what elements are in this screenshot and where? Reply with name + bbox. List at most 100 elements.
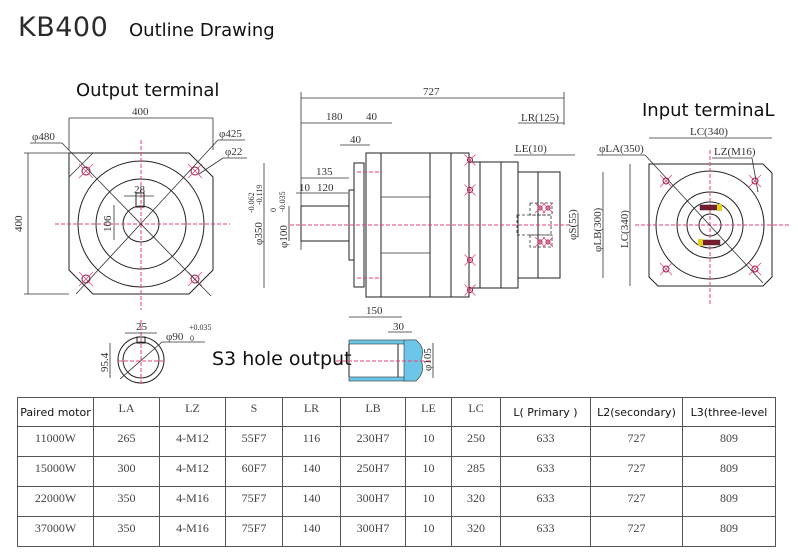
drawing-subtitle: Outline Drawing [129, 20, 275, 41]
hole-cross-mark [659, 262, 673, 276]
dim-180: 180 [326, 111, 343, 123]
cell-lb: 300H7 [340, 486, 406, 517]
hole-cross-mark [542, 202, 554, 214]
cell-motor: 22000W [17, 486, 94, 517]
shaft-section-view: 25 φ90 +0.035 0 95.4 [99, 320, 212, 385]
bolt-hole [545, 205, 551, 211]
cell-lr: 140 [282, 516, 341, 547]
spec-table: Paired motor LA LZ S LR LB LE LC L( Prim… [17, 397, 776, 547]
col-lc: LC [451, 397, 501, 427]
cell-la: 350 [93, 486, 160, 517]
dim-40-flange: 40 [366, 111, 378, 123]
cell-lc: 320 [451, 516, 501, 547]
cell-lz: 4-M16 [159, 516, 226, 547]
dim-10: 10 [299, 182, 311, 194]
dim-135: 135 [316, 166, 333, 178]
cell-l2: 727 [590, 486, 683, 517]
hole-cross-mark [187, 163, 203, 179]
dim-95-4: 95.4 [99, 352, 111, 372]
cell-motor: 37000W [17, 516, 94, 547]
col-s: S [225, 397, 283, 427]
bolt-hole [751, 265, 759, 273]
col-l3-three-level: L3(three-level [682, 397, 776, 427]
output-terminal-label: Output terminal [76, 80, 220, 101]
cell-lc: 285 [451, 456, 501, 487]
cell-l: 633 [500, 516, 591, 547]
cell-le: 10 [405, 516, 452, 547]
cell-lr: 140 [282, 486, 341, 517]
cell-lb: 300H7 [340, 516, 406, 547]
bolt-hole [467, 187, 473, 193]
hole-cross-mark [659, 174, 673, 188]
s3-hole-view: 150 30 φ105 [336, 305, 434, 382]
dim-phi90: φ90 [166, 331, 184, 343]
dim-key-25: 25 [136, 321, 148, 333]
cell-l3: 809 [682, 456, 776, 487]
cell-s: 75F7 [225, 486, 283, 517]
bolt-hole [81, 166, 91, 176]
hole-cross-mark [464, 254, 476, 266]
tol-phi350-lower: -0.119 [255, 185, 264, 205]
tol-phi100-lower: -0.035 [278, 191, 287, 212]
cell-motor: 15000W [17, 456, 94, 487]
dim-width-400: 400 [132, 106, 149, 118]
bolt-hole [190, 166, 200, 176]
input-terminal-view: LC(340) φLA(350) LZ(M16) LC(340) [597, 126, 790, 305]
cell-l: 633 [500, 426, 591, 457]
cell-s: 75F7 [225, 516, 283, 547]
side-view: 727 180 40 40 135 10 120 [247, 86, 604, 298]
bolt-hole [467, 257, 473, 263]
cell-l2: 727 [590, 426, 683, 457]
table-row: 22000W 350 4-M16 75F7 140 300H7 10 320 6… [17, 486, 776, 517]
dim-phi-s: φS(55) [567, 209, 579, 240]
table-header-row: Paired motor LA LZ S LR LB LE LC L( Prim… [17, 397, 776, 427]
dim-key-28: 28 [134, 184, 146, 196]
bolt-hole [751, 177, 759, 185]
dim-120: 120 [317, 182, 334, 194]
hole-cross-mark [78, 271, 94, 287]
col-l2-secondary: L2(secondary) [590, 397, 683, 427]
dim-overall-727: 727 [423, 86, 440, 98]
cell-l3: 809 [682, 426, 776, 457]
dim-height-400: 400 [13, 215, 25, 232]
hole-cross-mark [464, 154, 476, 166]
cell-lc: 250 [451, 426, 501, 457]
col-le: LE [405, 397, 452, 427]
hole-cross-mark [748, 262, 762, 276]
cell-l: 633 [500, 486, 591, 517]
cell-lz: 4-M16 [159, 486, 226, 517]
cell-l2: 727 [590, 456, 683, 487]
hole-cross-mark [748, 174, 762, 188]
cell-la: 350 [93, 516, 160, 547]
cell-motor: 11000W [17, 426, 94, 457]
cell-l2: 727 [590, 516, 683, 547]
bolt-hole [662, 265, 670, 273]
tol-phi350-upper: -0.062 [247, 192, 256, 213]
model-title: KB400 [18, 12, 109, 43]
dim-le: LE(10) [515, 143, 547, 155]
cell-l3: 809 [682, 516, 776, 547]
dim-phi105: φ105 [422, 348, 434, 371]
cell-lb: 250H7 [340, 456, 406, 487]
tol-phi90-upper: +0.035 [189, 323, 212, 332]
cell-lz: 4-M12 [159, 426, 226, 457]
bolt-hole [190, 274, 200, 284]
cell-le: 10 [405, 426, 452, 457]
dim-phi-la: φLA(350) [599, 143, 644, 155]
cell-s: 60F7 [225, 456, 283, 487]
dim-lc-height: LC(340) [619, 210, 631, 248]
output-terminal-view: 400 φ480 φ425 φ22 400 28 106 [13, 106, 247, 310]
dim-phi22: φ22 [225, 146, 242, 158]
cell-lr: 140 [282, 456, 341, 487]
hole-cross-mark [464, 184, 476, 196]
input-terminal-label: Input terminaL [642, 100, 775, 121]
dim-phi-lb: φLB(300) [592, 207, 604, 252]
input-flange-outline [648, 163, 773, 287]
dim-phi480: φ480 [32, 131, 55, 143]
hole-cross-mark [542, 236, 554, 248]
cell-le: 10 [405, 486, 452, 517]
bolt-hole [537, 205, 543, 211]
col-lr: LR [282, 397, 341, 427]
col-la: LA [93, 397, 160, 427]
cell-lc: 320 [451, 486, 501, 517]
